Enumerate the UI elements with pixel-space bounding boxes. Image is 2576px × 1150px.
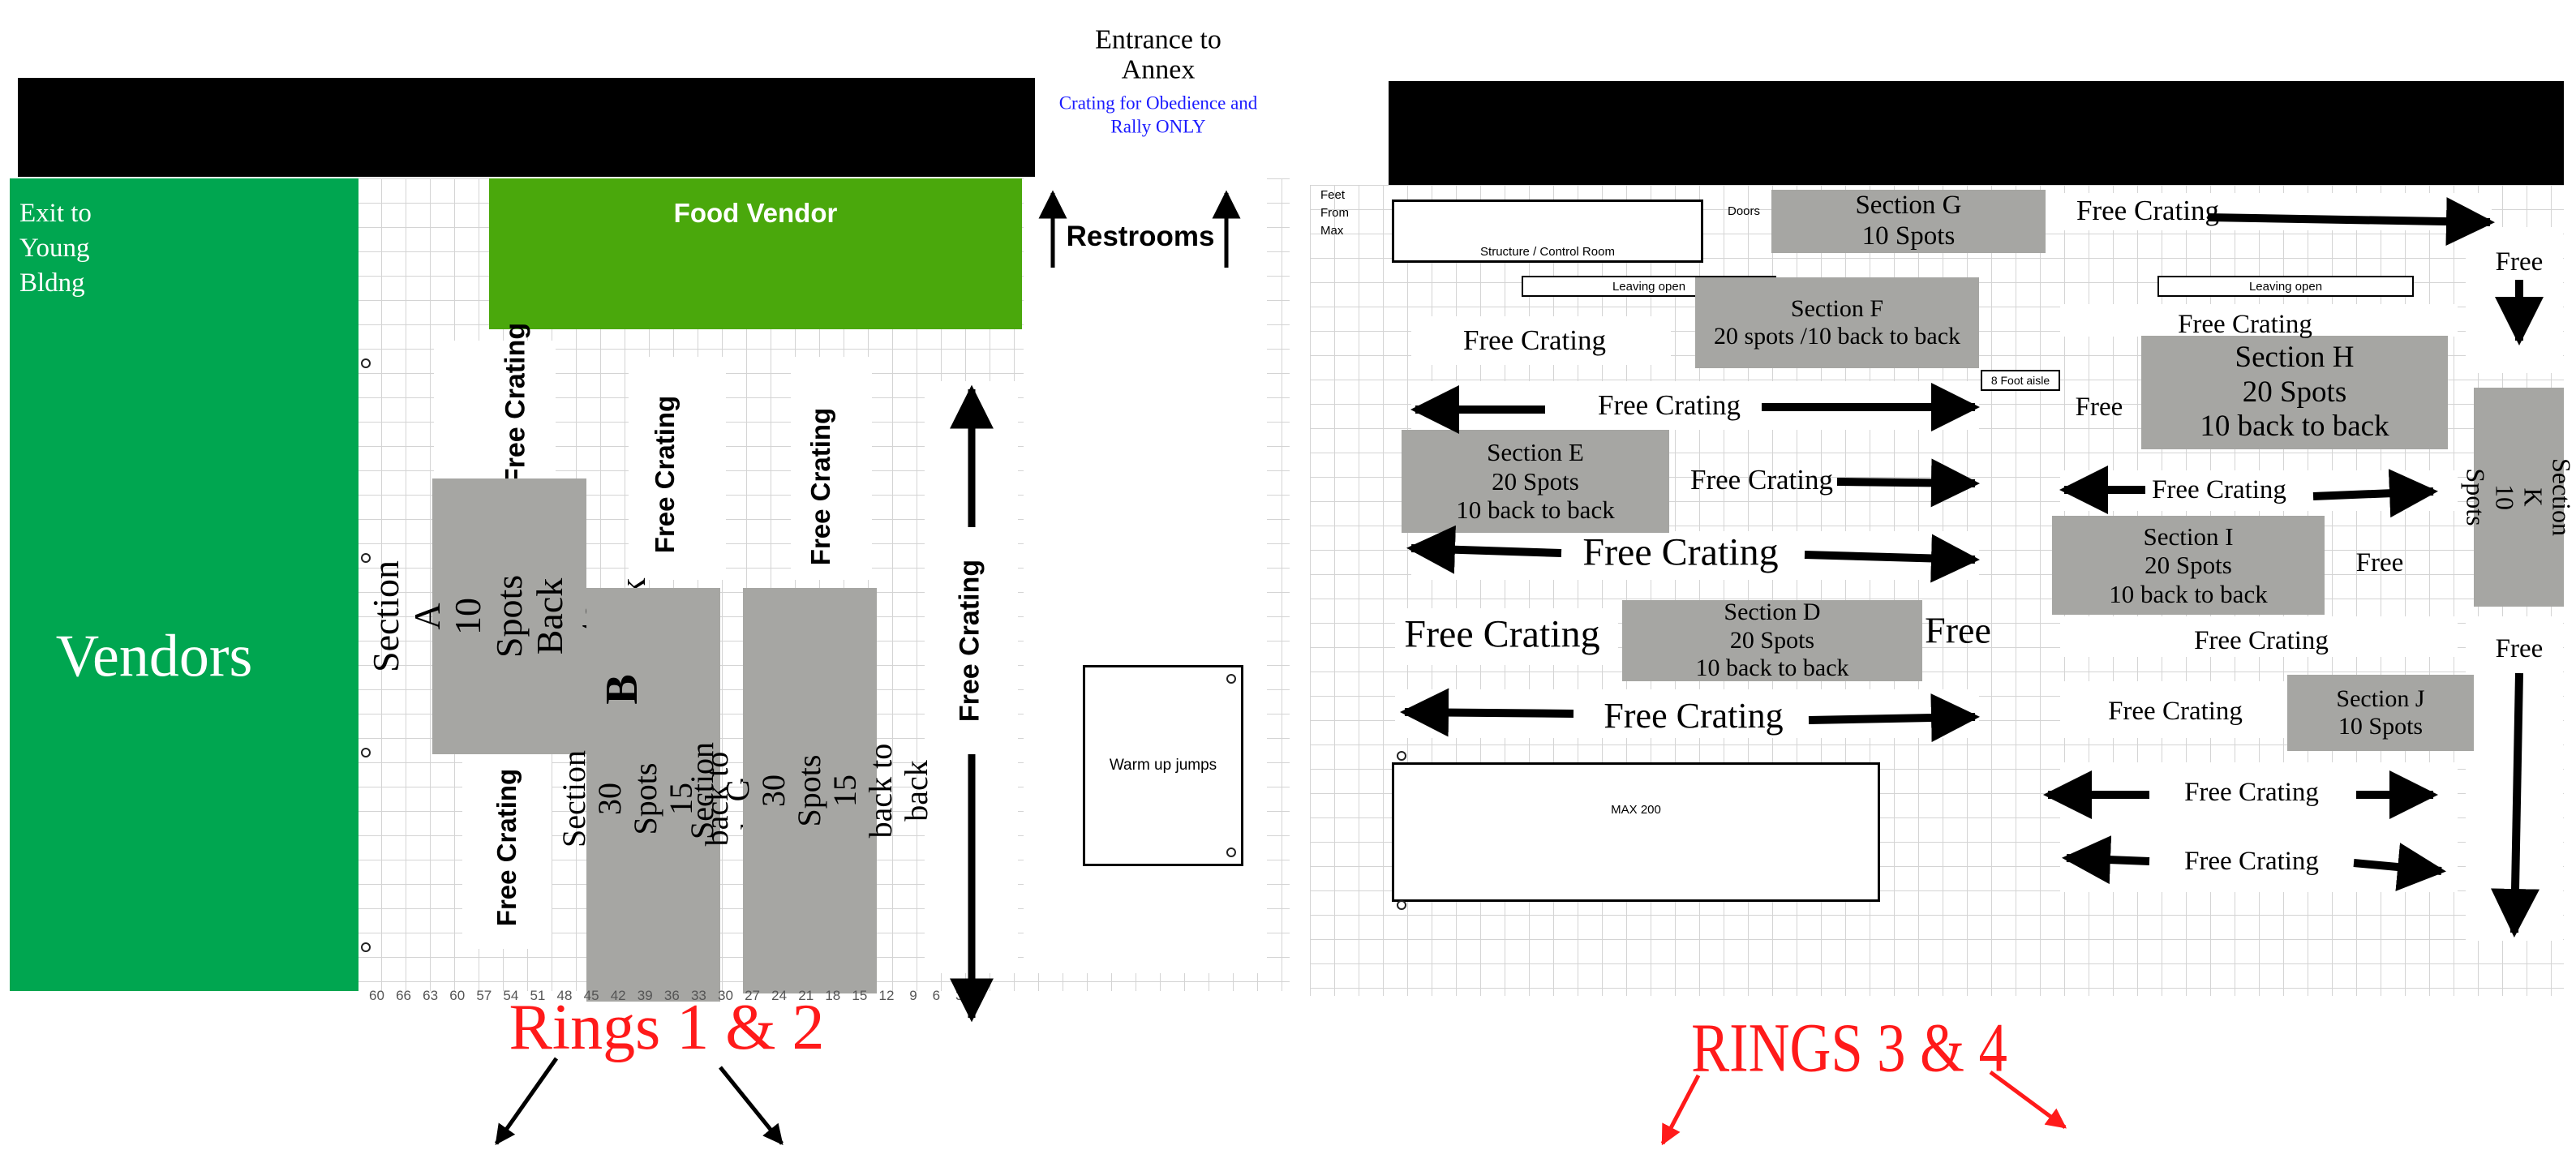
ring12-arrow-right xyxy=(719,1066,784,1145)
food-vendor-area: Food Vendor xyxy=(489,178,1022,329)
section-b: B Section 30 Spots 15 back to back xyxy=(556,588,771,1002)
free-crating-h-top: Free Crating xyxy=(2178,309,2312,339)
section-k: Section K 10 Spots xyxy=(2462,388,2576,607)
free-crating-j-left: Free Crating xyxy=(2108,696,2243,726)
free-crating-top: Free Crating xyxy=(2076,194,2219,226)
from-label: From xyxy=(1320,205,1349,220)
ring12-arrow-left xyxy=(494,1057,559,1146)
free-crating-strip-a xyxy=(434,341,556,483)
eight-foot-aisle: 8 Foot aisle xyxy=(1981,370,2060,391)
free-h-left: Free xyxy=(2075,392,2123,422)
free-crating-bottom-arrow: Free Crating xyxy=(1604,695,1784,736)
free-i-right: Free xyxy=(2355,547,2404,577)
arrow-k-down-long xyxy=(2491,672,2540,938)
free-crating-i-bottom: Free Crating xyxy=(2194,625,2329,655)
max-200-ring: MAX 200 xyxy=(1392,762,1880,902)
free-crating-i-top: Free Crating xyxy=(2152,474,2286,504)
section-e: Section E 20 Spots 10 back to back xyxy=(1402,430,1669,533)
free-crating-e-right: Free Crating xyxy=(1690,463,1833,496)
eight-foot-aisle-label: 8 Foot aisle xyxy=(1990,374,2050,387)
exit-to-young-bldng-label: Exit to Young Bldng xyxy=(19,199,92,298)
vendors-area xyxy=(10,178,358,991)
grid-marker xyxy=(361,942,371,952)
free-crating-arrow1: Free Crating xyxy=(1598,388,1741,421)
section-h: Section H 20 Spots 10 back to back xyxy=(2141,336,2448,449)
rings-3-4-label: RINGS 3 & 4 xyxy=(1691,1008,2007,1087)
ring-marker xyxy=(1397,900,1406,910)
arrow-r2-left xyxy=(2062,835,2150,885)
free-crating-strip xyxy=(1395,608,1618,665)
free-crating-big-arrow: Free Crating xyxy=(1582,530,1779,574)
restrooms-label: Restrooms xyxy=(1066,220,1215,252)
ring34-arrow-right xyxy=(1989,1070,2067,1130)
section-c: Section C 30 Spots 15 back to back xyxy=(684,588,934,993)
arrow-top-right xyxy=(2207,197,2495,247)
free-crating-strip-b xyxy=(629,357,726,580)
jump-marker xyxy=(1226,674,1236,684)
section-j: Section J 10 Spots xyxy=(2287,675,2474,751)
free-k-top: Free xyxy=(2495,247,2544,277)
grid-marker xyxy=(361,748,371,757)
free-crating-strip xyxy=(1411,316,1671,365)
structure-control-room-label: Structure / Control Room xyxy=(1480,245,1615,259)
arrow-bottom-right xyxy=(1808,693,1980,743)
free-crating-strip-c xyxy=(791,357,872,580)
free-crating-strip-a-bottom xyxy=(462,754,552,949)
right-top-wall xyxy=(1389,81,2564,185)
ring-marker xyxy=(1397,751,1406,761)
feet-from-max-labels: Feet From Max xyxy=(1320,187,1349,239)
free-crating-strip xyxy=(2060,616,2458,657)
section-a: Section A 10 Spots Back to Back xyxy=(365,478,652,754)
grid-marker xyxy=(361,553,371,563)
annex-crating-note: Crating for Obedience and Rally ONLY xyxy=(1058,92,1258,136)
axis-numbers: 60 66 63 60 57 54 51 48 45 42 39 36 33 3… xyxy=(369,988,964,1003)
arrow-e-right xyxy=(1836,458,1980,508)
feet-label: Feet xyxy=(1320,188,1346,202)
free-d-right: Free xyxy=(1925,609,1991,651)
free-crating-r1: Free Crating xyxy=(2184,777,2319,807)
section-f: Section F 20 spots /10 back to back xyxy=(1695,277,1979,368)
vendors-label: Vendors xyxy=(55,623,253,690)
leaving-open-2: Leaving open xyxy=(2157,276,2414,297)
arrow-big-left xyxy=(1406,525,1562,574)
leaving-open-1-label: Leaving open xyxy=(1612,279,1686,294)
entrance-to-annex-label: Entrance to Annex xyxy=(1095,24,1221,85)
arrow-i-right xyxy=(2312,469,2438,518)
food-vendor-label: Food Vendor xyxy=(673,198,838,228)
jump-marker xyxy=(1226,847,1236,857)
leaving-open-2-label: Leaving open xyxy=(2248,279,2323,294)
free-k-bottom: Free xyxy=(2495,633,2544,663)
section-g: Section G 10 Spots xyxy=(1771,190,2046,253)
arrow-big-right xyxy=(1804,534,1980,583)
section-i: Section I 20 Spots 10 back to back xyxy=(2052,516,2325,615)
grid-marker xyxy=(361,358,371,368)
rings-1-2-label: Rings 1 & 2 xyxy=(509,992,825,1063)
arrow-bottom-left xyxy=(1400,688,1574,737)
ring34-arrow-left xyxy=(1660,1074,1701,1146)
section-d: Section D 20 Spots 10 back to back xyxy=(1622,599,1922,681)
free-crating-strip xyxy=(2060,304,2458,337)
doors-label: Doors xyxy=(1728,204,1761,218)
left-top-wall xyxy=(18,78,1035,177)
warm-up-jumps-ring: Warm up jumps xyxy=(1083,665,1243,866)
free-crating-d-left: Free Crating xyxy=(1404,612,1600,656)
max-200-label: MAX 200 xyxy=(1611,802,1661,817)
free-crating-strip xyxy=(2060,681,2287,738)
free-crating-r2: Free Crating xyxy=(2184,846,2319,876)
arrow-r2-right xyxy=(2353,843,2446,891)
structure-control-room: Structure / Control Room xyxy=(1392,200,1703,263)
max-label: Max xyxy=(1320,223,1344,238)
warm-up-jumps-label: Warm up jumps xyxy=(1109,757,1217,774)
free-crating-left1: Free Crating xyxy=(1463,324,1606,356)
